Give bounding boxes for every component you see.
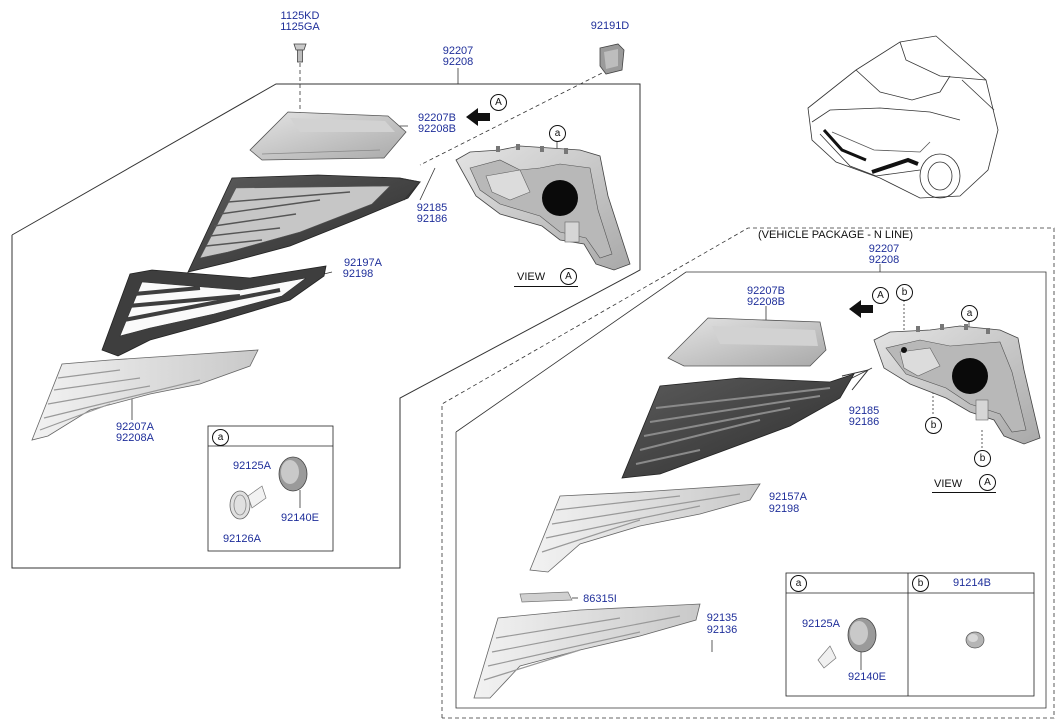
n-line-lamp-rear-view: [873, 324, 1041, 445]
detail-a-code-1: 92125A: [233, 460, 271, 472]
bolt-part: [293, 43, 307, 63]
n-line-direction-marker: A: [872, 287, 889, 304]
n-line-strip-code: 86315I: [583, 593, 617, 605]
n-line-detail-code-1: 92125A: [802, 618, 840, 630]
bolt-code-2: 1125GA: [280, 21, 320, 33]
n-line-detail-box: [785, 572, 1035, 697]
housing-code-2: 92208B: [418, 123, 456, 135]
vehicle-illustration: [807, 35, 999, 199]
detail-a-code-3: 92126A: [223, 533, 261, 545]
wire-code-1: 92185: [416, 202, 448, 214]
bezel-code-1: 92197A: [344, 257, 382, 269]
housing-code-1: 92207B: [418, 112, 456, 124]
lamp-rear-view: [455, 144, 631, 271]
bracket-code: 92191D: [590, 20, 630, 32]
detail-a-parts: [229, 456, 308, 520]
n-line-title: (VEHICLE PACKAGE - N LINE): [758, 229, 914, 241]
lamp-bezel: [101, 265, 327, 357]
n-line-marker-b-top: b: [896, 284, 913, 301]
lamp-body: [187, 174, 421, 273]
bolt-code-1: 1125KD: [280, 10, 320, 22]
n-line-detail-parts: [817, 617, 985, 669]
n-line-inner-frame: [455, 271, 1047, 709]
n-line-marker-b-left: b: [925, 417, 942, 434]
n-line-lamp-body: [621, 369, 870, 479]
n-line-housing-code-1: 92207B: [747, 285, 785, 297]
n-line-view-label: VIEW: [934, 478, 963, 490]
view-label: VIEW: [517, 271, 546, 283]
n-line-strip: [519, 591, 578, 603]
n-line-assembly-code-1: 92207: [868, 243, 900, 255]
n-line-detail-header-b: b: [912, 575, 929, 592]
n-line-marker-a: a: [961, 305, 978, 322]
main-assembly-frame: [11, 83, 641, 569]
detail-direction-marker: A: [490, 94, 507, 111]
detail-a-code-2: 92140E: [281, 512, 319, 524]
view-direction-arrow: [466, 108, 490, 126]
wire-code-2: 92186: [416, 213, 448, 225]
outer-lens: [31, 349, 259, 441]
n-line-bezel-code-1: 92157A: [769, 491, 807, 503]
lens-code-1: 92207A: [116, 421, 154, 433]
n-line-detail-code-2: 92140E: [848, 671, 886, 683]
view-marker: A: [560, 268, 577, 285]
assembly-code-2: 92208: [442, 56, 474, 68]
n-line-bezel: [529, 483, 761, 573]
n-line-view-direction-arrow: [849, 300, 873, 318]
n-line-lens-code-1: 92135: [706, 612, 738, 624]
bezel-code-2: 92198: [342, 268, 374, 280]
n-line-frame: [441, 227, 1055, 719]
lens-code-2: 92208A: [116, 432, 154, 444]
n-line-wire-code-1: 92185: [848, 405, 880, 417]
n-line-wire-code-2: 92186: [848, 416, 880, 428]
n-line-view-marker: A: [979, 474, 996, 491]
n-line-detail-b-code: 91214B: [953, 577, 991, 589]
bracket-part: [599, 43, 625, 75]
n-line-view-underline: [932, 492, 996, 493]
lamp-marker-a: a: [549, 125, 566, 142]
n-line-assembly-code-2: 92208: [868, 254, 900, 266]
lamp-housing-cover: [249, 111, 407, 161]
n-line-housing-cover: [667, 317, 827, 367]
n-line-lens-code-2: 92136: [706, 624, 738, 636]
n-line-marker-b-right: b: [974, 450, 991, 467]
view-underline: [514, 286, 578, 287]
n-line-detail-header-a: a: [790, 575, 807, 592]
detail-a-box: [207, 425, 334, 552]
assembly-code-1: 92207: [442, 45, 474, 57]
n-line-outer-lens: [473, 603, 701, 699]
detail-a-header: a: [212, 429, 229, 446]
n-line-bezel-code-2: 92198: [768, 503, 800, 515]
n-line-housing-code-2: 92208B: [747, 296, 785, 308]
